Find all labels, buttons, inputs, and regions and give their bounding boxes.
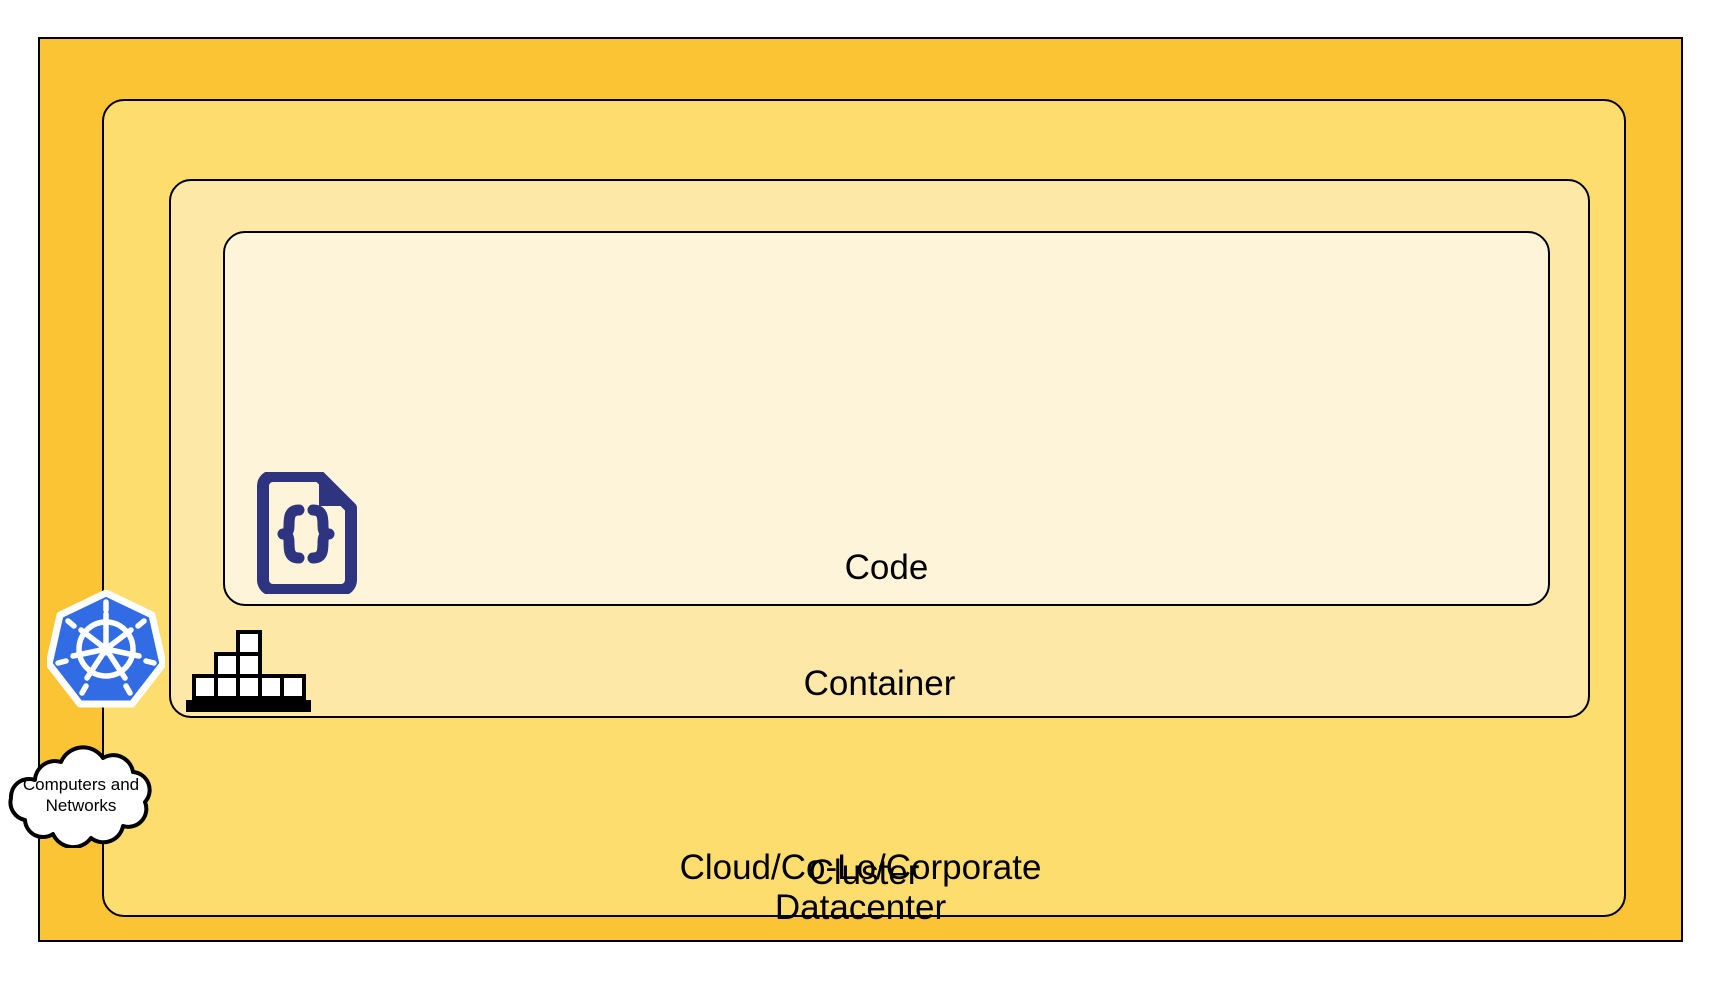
cloud-icon-group[interactable]: Computers and Networks: [0, 740, 167, 850]
layer-container[interactable]: Code Container: [169, 179, 1590, 718]
container-blocks-icon: [186, 630, 311, 712]
layer-infrastructure[interactable]: Code Container Cluster: [38, 37, 1683, 942]
layer-cluster-label: Cluster: [808, 853, 920, 892]
layer-code-label: Code: [844, 548, 929, 587]
kubernetes-icon: [47, 590, 165, 708]
layer-container-label: Container: [803, 664, 956, 703]
layer-cluster[interactable]: Code Container Cluster: [102, 99, 1626, 917]
layer-code[interactable]: Code: [223, 231, 1550, 606]
cloud-icon: [8, 745, 152, 850]
code-file-icon: [257, 472, 357, 594]
layer-infrastructure-label: Cloud/Co-Lo/Corporate Datacenter: [679, 848, 1042, 927]
